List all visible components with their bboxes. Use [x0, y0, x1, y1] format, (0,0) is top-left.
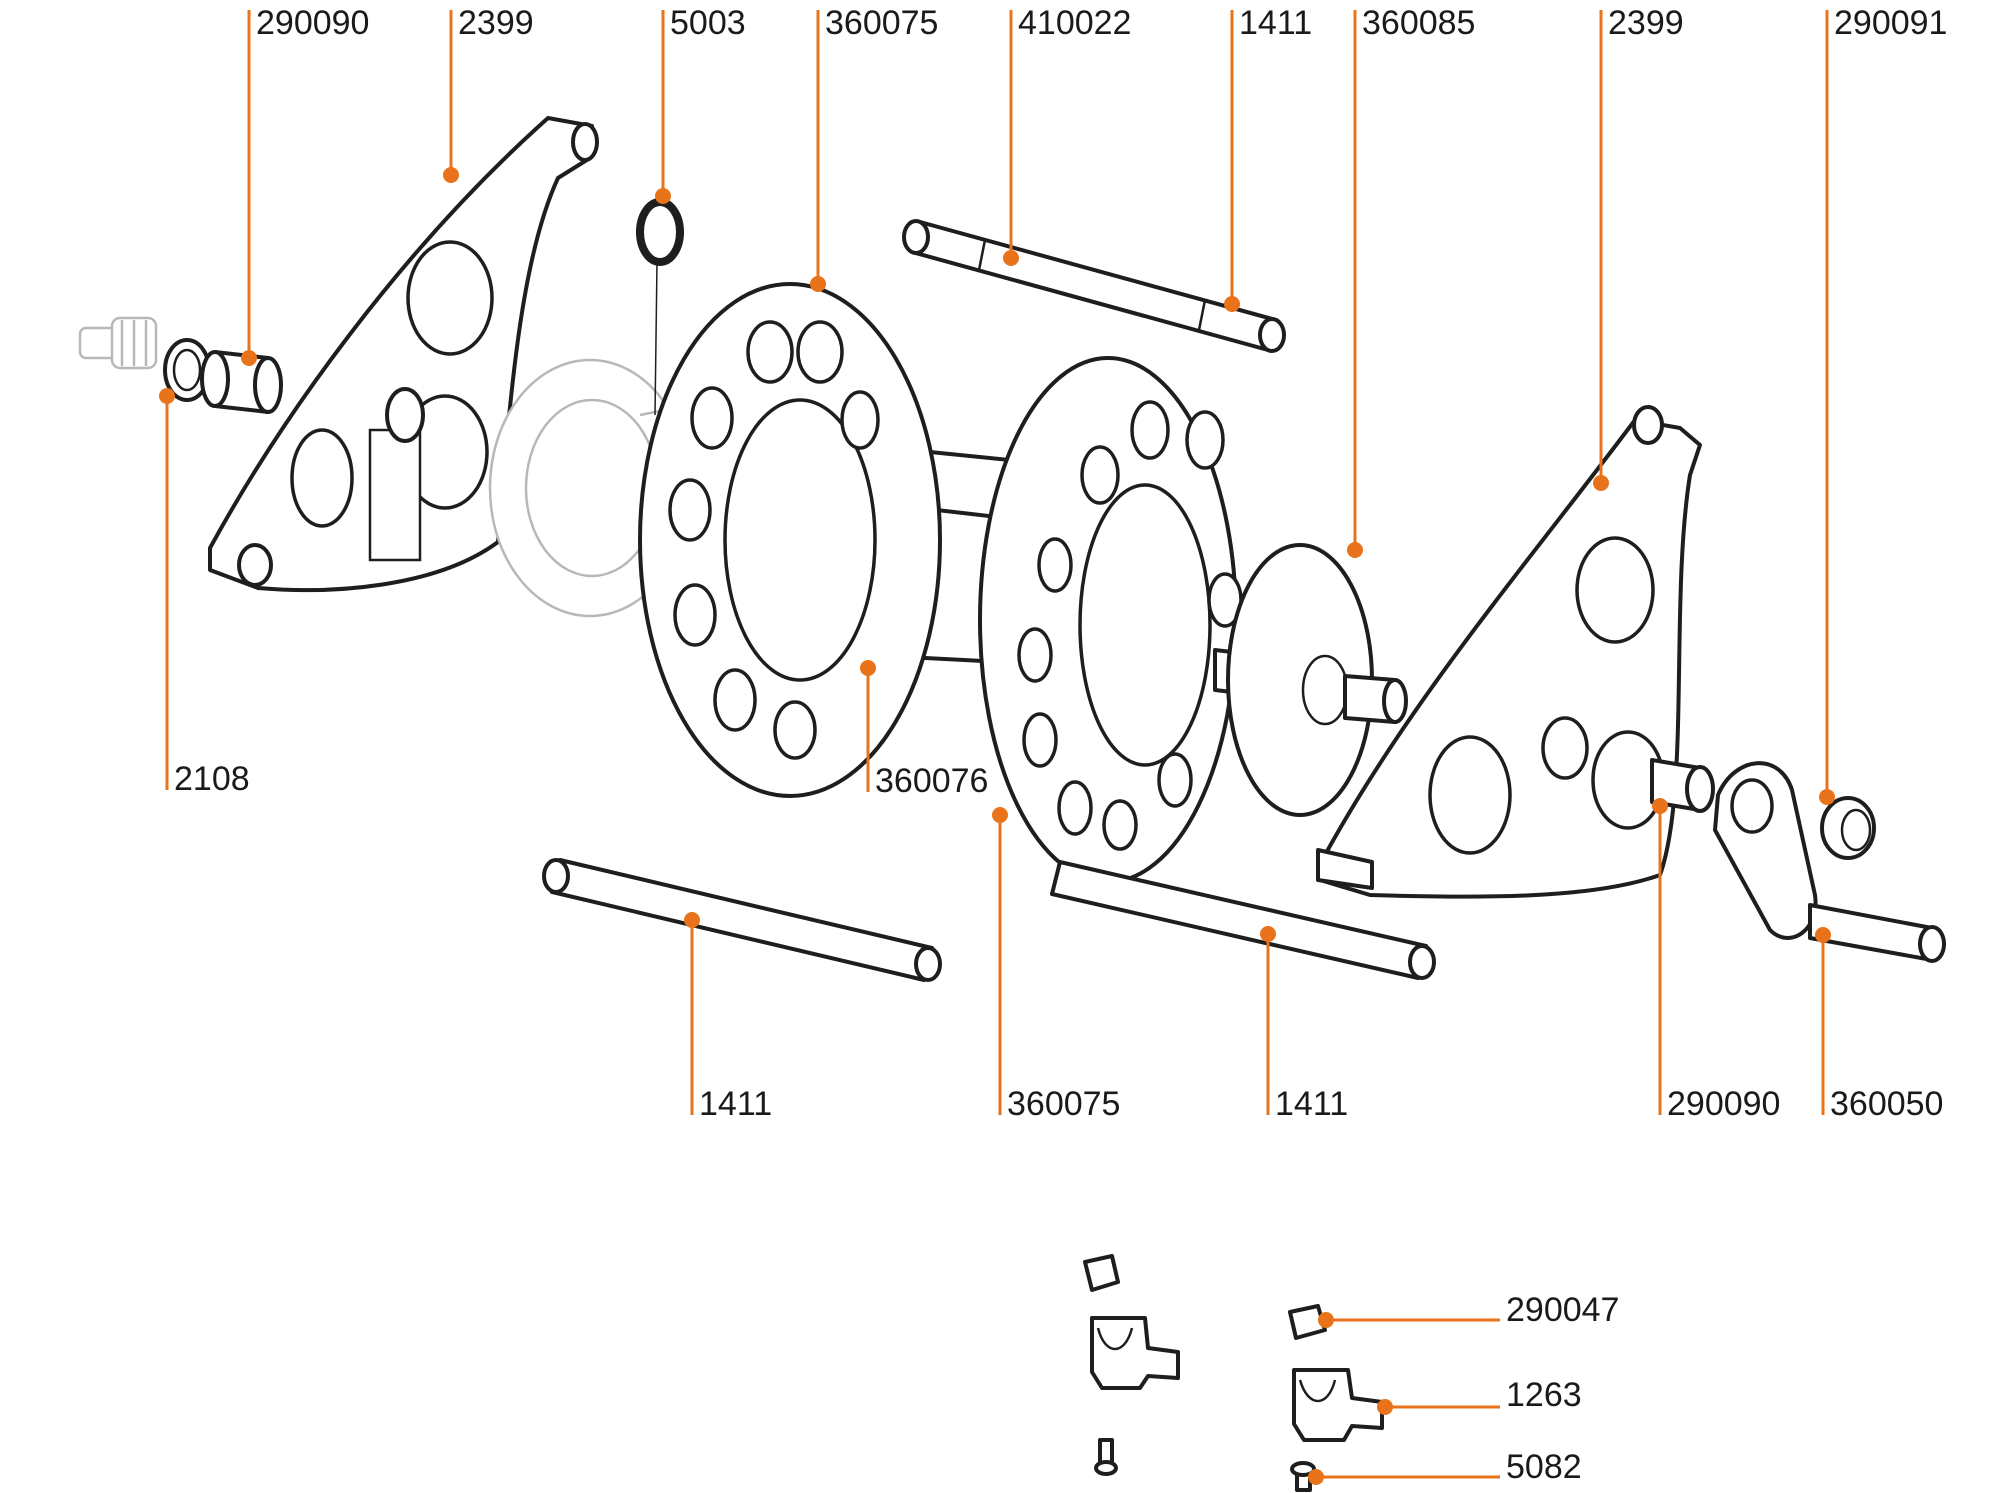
- callout-top-2399-right: 2399: [1593, 4, 1684, 491]
- callout-top-290091: 290091: [1819, 4, 1947, 805]
- callout-top-410022: 410022: [1003, 4, 1131, 266]
- nut-part: [1820, 796, 1876, 860]
- callout-top-5003: 5003: [655, 4, 746, 204]
- callout-hardware-5082: 5082: [1308, 1448, 1582, 1486]
- svg-text:360075: 360075: [1007, 1085, 1120, 1123]
- callout-bottom-290090: 290090: [1652, 798, 1780, 1123]
- svg-text:1411: 1411: [699, 1085, 772, 1123]
- callout-top-360075: 360075: [810, 4, 938, 292]
- hardware-group: [1083, 1254, 1384, 1492]
- svg-text:360085: 360085: [1362, 4, 1475, 42]
- bushing-right-part: [1650, 758, 1715, 813]
- callout-bottom-1411-right: 1411: [1260, 926, 1348, 1123]
- callout-bottom-1411-left: 1411: [684, 912, 772, 1123]
- svg-text:1263: 1263: [1506, 1376, 1582, 1414]
- svg-text:2399: 2399: [458, 4, 534, 42]
- parts-artwork: [78, 116, 1946, 1492]
- callout-bottom-360050: 360050: [1815, 927, 1943, 1123]
- svg-text:290047: 290047: [1506, 1291, 1619, 1329]
- rod-bottom-left-part: [542, 858, 942, 982]
- callout-hardware-290047: 290047: [1318, 1291, 1619, 1329]
- svg-text:290090: 290090: [1667, 1085, 1780, 1123]
- callout-left-2108: 2108: [159, 388, 250, 798]
- svg-text:410022: 410022: [1018, 4, 1131, 42]
- svg-text:360050: 360050: [1830, 1085, 1943, 1123]
- svg-text:360076: 360076: [875, 762, 988, 800]
- gear-disc-part: [1213, 543, 1408, 817]
- flange-right-part: [978, 356, 1243, 884]
- svg-text:5003: 5003: [670, 4, 746, 42]
- crank-handle-part: [1713, 761, 1946, 963]
- side-frame-right-part: [1316, 405, 1702, 899]
- rod-bottom-right-part: [1050, 860, 1436, 980]
- rod-top-part: [902, 219, 1286, 353]
- svg-text:360075: 360075: [825, 4, 938, 42]
- callouts: 290090 2399 5003 360075 410022 1411: [159, 4, 1947, 1486]
- callout-top-360085: 360085: [1347, 4, 1475, 558]
- callout-bottom-360075: 360075: [992, 807, 1120, 1123]
- callout-hardware-1263: 1263: [1377, 1376, 1582, 1415]
- callout-middle-360076: 360076: [860, 660, 988, 800]
- svg-text:290091: 290091: [1834, 4, 1947, 42]
- flange-left-part: [638, 282, 942, 798]
- svg-text:2108: 2108: [174, 760, 250, 798]
- svg-text:290090: 290090: [256, 4, 369, 42]
- svg-text:1411: 1411: [1275, 1085, 1348, 1123]
- callout-top-290090: 290090: [241, 4, 369, 366]
- svg-text:5082: 5082: [1506, 1448, 1582, 1486]
- svg-text:1411: 1411: [1239, 4, 1312, 42]
- callout-top-1411: 1411: [1224, 4, 1312, 312]
- hose-connector-ghost: [78, 316, 158, 370]
- svg-text:2399: 2399: [1608, 4, 1684, 42]
- bushing-left-part: [200, 350, 283, 414]
- callout-top-2399-left: 2399: [443, 4, 534, 183]
